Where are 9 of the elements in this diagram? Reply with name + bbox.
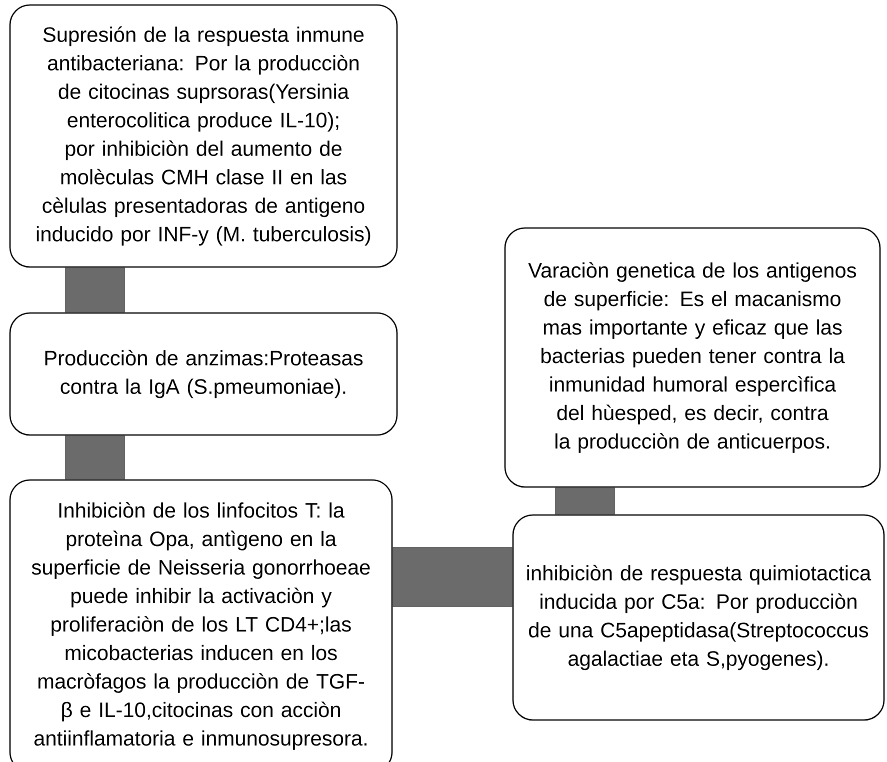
connector-bar: [392, 547, 512, 607]
text-box: Supresión de la respuesta inmune antibacteriana: Por la producciòn de citocinas suprsoras(Yersinia enterocolitica produce IL-10); por inhibiciòn del aumento de molèculas CMH clase II en las cèlulas presentadoras de antigeno inducido por INF-y (M. tuberculosis): [9, 4, 398, 268]
text-box: Varaciòn genetica de los antigenos de superficie: Es el macanismo mas importante y eficaz que las bacterias pueden tener contra la inmunidad humoral espercìfica del hùesped, es decir, contra la producciòn de anticuerpos.: [504, 227, 881, 488]
text-box: Inhibiciòn de los linfocitos T: la proteìna Opa, antìgeno en la superficie de Neisseria gonorrhoeae puede inhibir la activaciòn y proliferaciòn de los LT CD4+;las micobacterias inducen en los macròfagos la producciòn de TGF-β e IL-10,citocinas con acciòn antiinflamatoria e inmunosupresora.: [9, 479, 393, 762]
connector-bar: [65, 436, 125, 480]
connector-bar: [65, 268, 125, 312]
connector-bar: [555, 488, 615, 514]
text-box: Producciòn de anzimas:Proteasas contra la IgA (S.pmeumoniae).: [9, 312, 398, 436]
text-box: inhibiciòn de respuesta quimiotactica inducida por C5a: Por producciòn de una C5apeptidasa(Streptococcus agalactiae eta S,pyogenes).: [512, 514, 885, 721]
